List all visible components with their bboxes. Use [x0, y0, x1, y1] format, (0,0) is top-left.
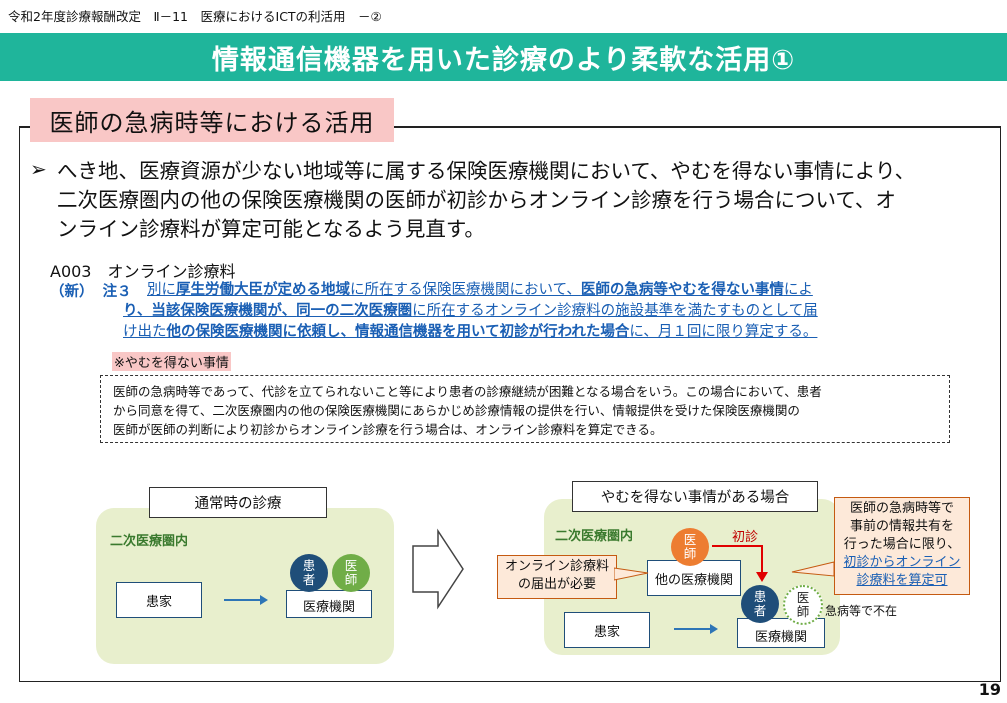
bullet-line: ンライン診療料が算定可能となるよう見直す。 — [57, 217, 485, 241]
revision-segment: 別に — [147, 282, 176, 298]
left-arrow — [224, 595, 268, 605]
transition-arrow — [412, 528, 464, 610]
left-diagram-tag: 通常時の診療 — [149, 487, 327, 518]
left-doctor-text: 医師 — [344, 558, 358, 587]
callout-line: 診療料を算定可 — [856, 573, 948, 588]
revision-segment: 医師の急病等やむを得ない事情 — [580, 282, 784, 298]
callout-line: 初診からオンライン — [843, 555, 961, 570]
revision-line: 別に厚生労働大臣が定める地域に所在する保険医療機関において、医師の急病等やむを得… — [147, 280, 957, 301]
callout-line: 行った場合に限り、 — [843, 537, 961, 552]
absent-doctor-circle: 医師 — [783, 585, 823, 625]
page-title: 情報通信機器を用いた診療のより柔軟な活用① — [0, 33, 1007, 81]
revision-segment: 他の保険医療機関に依頼し、情報通信機器を用いて初診が行われた場合 — [166, 324, 630, 340]
code-line: A003 オンライン診療料 — [50, 262, 236, 281]
bullet-line: へき地、医療資源が少ない地域等に属する保険医療機関において、やむを得ない事情によ… — [57, 159, 916, 183]
page-number: 19 — [978, 680, 1001, 699]
absent-text: 急病等で不在 — [825, 604, 898, 618]
revision-line: り、当該保険医療機関が、同一の二次医療圏に所在するオンライン診療料の施設基準を満… — [123, 301, 957, 322]
right-diagram-tag: やむを得ない事情がある場合 — [572, 481, 818, 512]
callout-line: オンライン診療料 — [504, 559, 609, 574]
first-visit-label: 初診 — [732, 530, 759, 545]
revision-note-number: 注３ — [102, 284, 132, 300]
right-patient-text: 患者 — [753, 589, 767, 618]
right-home-box: 患家 — [564, 612, 650, 648]
content-frame — [19, 126, 1001, 682]
left-region-label: 二次医療圏内 — [110, 534, 189, 549]
note-line: から同意を得て、二次医療圏内の他の保険医療機関にあらかじめ診療情報の提供を行い、… — [113, 403, 800, 418]
header-small-text: 令和2年度診療報酬改定 Ⅱ－11 医療におけるICTの利活用 －② — [8, 9, 382, 24]
right-patient-circle: 患者 — [741, 585, 779, 623]
revision-new-label: （新） — [50, 284, 94, 300]
revision-segment: に、月１回に限り算定する。 — [629, 324, 818, 340]
bullet-marker: ➢ — [30, 157, 47, 181]
left-facility-box: 医療機関 — [286, 590, 372, 618]
callout-line: 事前の情報共有を — [849, 519, 954, 534]
left-home-box: 患家 — [116, 582, 202, 618]
section-label: 医師の急病時等における活用 — [30, 98, 394, 142]
revision-line: け出た他の保険医療機関に依頼し、情報通信機器を用いて初診が行われた場合に、月１回… — [123, 322, 957, 343]
callout-pointer-right — [791, 561, 835, 577]
left-doctor-circle: 医師 — [332, 554, 370, 592]
first-visit-arrow — [712, 545, 768, 582]
revision-segment: り、当該保険医療機関が、 — [123, 303, 297, 319]
bullet-text: へき地、医療資源が少ない地域等に属する保険医療機関において、やむを得ない事情によ… — [57, 157, 982, 244]
callout-pointer-left — [614, 567, 649, 581]
other-facility-box: 他の医療機関 — [647, 560, 741, 596]
note-line: 医師の急病時等であって、代診を立てられないこと等により患者の診療継続が困難となる… — [113, 384, 822, 399]
revision-segment: 厚生労働大臣が定める地域 — [176, 282, 350, 298]
note-box: 医師の急病時等であって、代診を立てられないこと等により患者の診療継続が困難となる… — [100, 375, 950, 443]
callout-line: の届出が必要 — [517, 577, 596, 592]
revision-text: 別に厚生労働大臣が定める地域に所在する保険医療機関において、医師の急病等やむを得… — [123, 280, 957, 343]
revision-segment: け出た — [123, 324, 167, 340]
bullet-line: 二次医療圏内の他の保険医療機関の医師が初診からオンライン診療を行う場合について、… — [57, 188, 896, 212]
note-heading: ※やむを得ない事情 — [112, 352, 231, 371]
callout-line: 医師の急病時等で — [849, 501, 954, 516]
note-line: 医師が医師の判断により初診からオンライン診療を行う場合は、オンライン診療料を算定… — [113, 422, 663, 437]
right-arrow — [674, 624, 718, 634]
left-patient-text: 患者 — [302, 558, 316, 587]
revision-label: （新） 注３ — [50, 280, 132, 301]
condition-callout: 医師の急病時等で 事前の情報共有を 行った場合に限り、 初診からオンライン 診療… — [834, 497, 970, 595]
left-patient-circle: 患者 — [290, 554, 328, 592]
revision-segment: に所在するオンライン診療料の施設基準を満たすものとして届 — [412, 303, 818, 319]
notification-callout: オンライン診療料 の届出が必要 — [497, 555, 617, 599]
right-region-label: 二次医療圏内 — [555, 529, 634, 544]
absent-doctor-text: 医師 — [796, 590, 810, 619]
revision-segment: によ — [783, 282, 813, 298]
revision-segment: に所在する保険医療機関において、 — [350, 282, 581, 298]
revision-segment: 同一の二次医療圏 — [296, 303, 413, 319]
right-facility-box: 医療機関 — [737, 618, 825, 648]
right-doctor-circle: 医師 — [671, 528, 709, 566]
right-doctor-text: 医師 — [683, 532, 697, 561]
